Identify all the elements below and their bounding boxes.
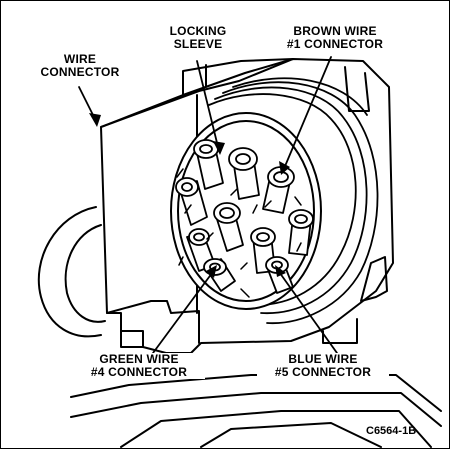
label-line: LOCKING — [169, 24, 227, 38]
label-wire-connector: WIRE CONNECTOR — [29, 53, 131, 79]
pin — [213, 202, 244, 252]
label-line: BROWN WIRE — [293, 24, 377, 38]
pin — [228, 147, 260, 200]
label-line: SLEEVE — [173, 37, 223, 51]
label-green-wire: GREEN WIRE #4 CONNECTOR — [73, 353, 205, 379]
pin — [175, 177, 208, 226]
label-line: BLUE WIRE — [288, 352, 358, 366]
label-line: #5 CONNECTOR — [274, 365, 372, 379]
leader-locking-sleeve — [196, 60, 220, 152]
leader-arrowheads — [89, 113, 290, 278]
label-line: GREEN WIRE — [99, 352, 179, 366]
label-line: CONNECTOR — [40, 65, 120, 79]
label-line: WIRE — [63, 52, 97, 66]
label-line: #1 CONNECTOR — [286, 37, 384, 51]
leader-lines — [78, 56, 338, 354]
rim-rings — [208, 77, 379, 324]
leader-blue-wire — [276, 268, 338, 354]
label-line: #4 CONNECTOR — [90, 365, 188, 379]
leader-brown-wire — [282, 56, 332, 172]
label-blue-wire: BLUE WIRE #5 CONNECTOR — [257, 353, 389, 379]
label-brown-wire: BROWN WIRE #1 CONNECTOR — [269, 25, 401, 51]
pin — [265, 256, 294, 294]
back-shell — [37, 206, 106, 338]
wire-bundle — [70, 374, 442, 448]
figure-code: C6564-1B — [366, 425, 417, 437]
label-locking-sleeve: LOCKING SLEEVE — [153, 25, 243, 51]
pin — [288, 209, 314, 256]
pin-face — [170, 112, 322, 310]
face-shading — [176, 168, 302, 298]
leader-green-wire — [152, 268, 216, 354]
pin — [193, 139, 224, 190]
